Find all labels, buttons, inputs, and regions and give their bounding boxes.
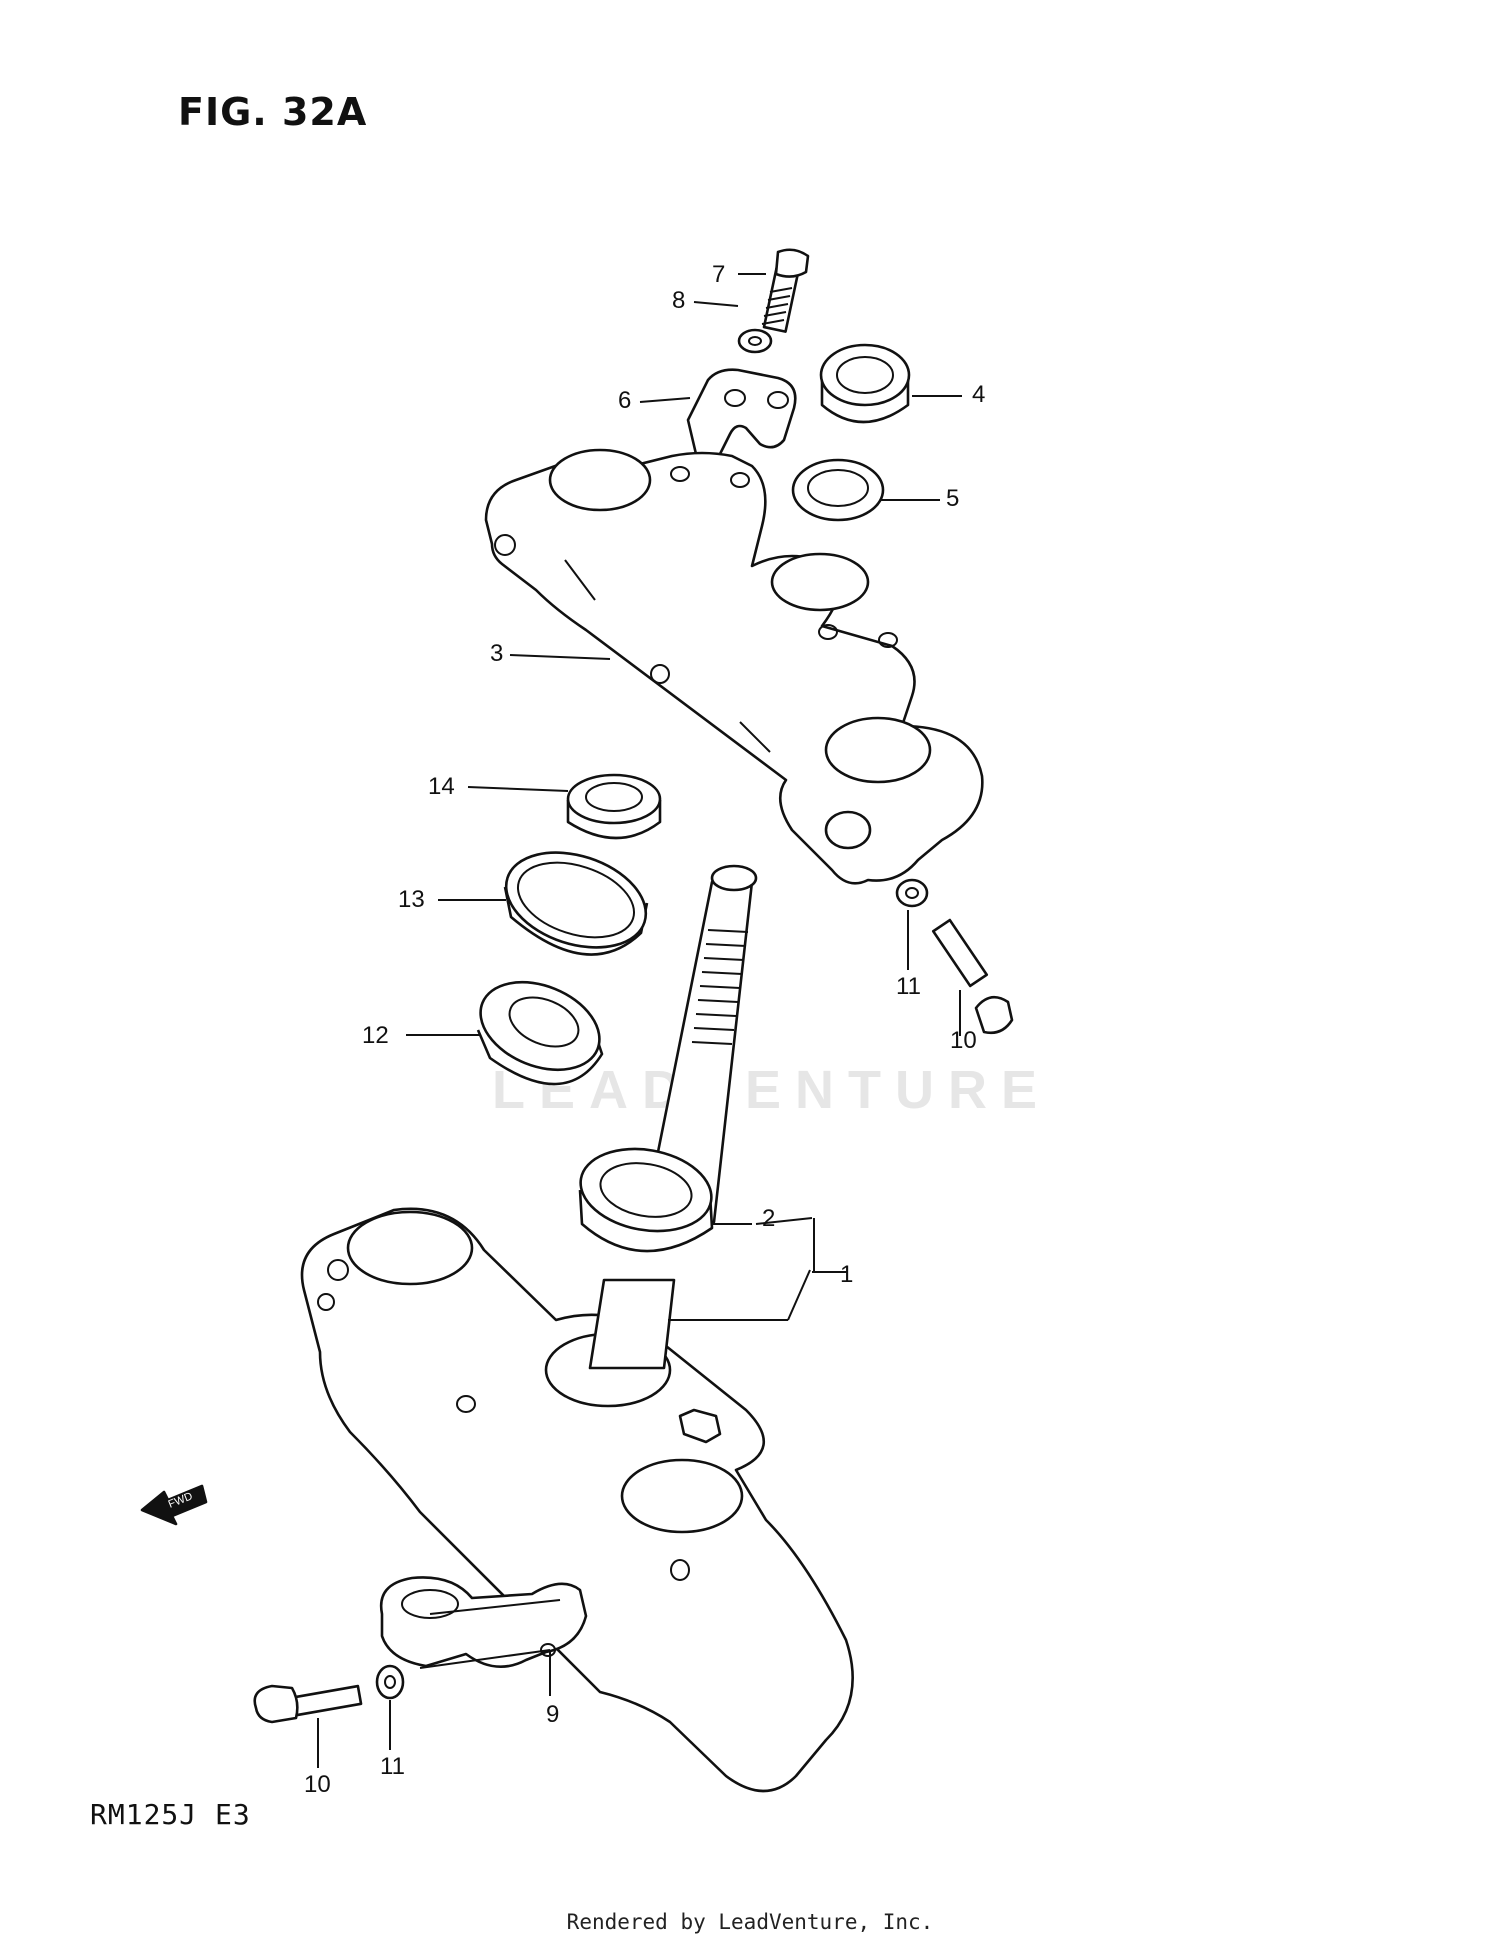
model-code: RM125J E3 (90, 1798, 251, 1831)
part-6-handlebar-clamp (686, 368, 797, 464)
part-1-steering-stem (642, 864, 758, 1224)
callout-13: 13 (398, 886, 425, 913)
callout-3: 3 (490, 640, 503, 667)
callout-9: 9 (546, 1701, 559, 1728)
part-10-bolt-upper (931, 918, 1014, 1035)
part-11-washer-upper (895, 878, 929, 908)
part-9-hose-guide (379, 1576, 588, 1669)
part-10-bolt-lower (253, 1684, 363, 1724)
part-1-lower-bracket (300, 1207, 854, 1793)
callout-12: 12 (362, 1022, 389, 1049)
part-8-washer (737, 328, 773, 354)
part-7-bolt (761, 248, 810, 333)
callout-11-lower: 11 (380, 1753, 405, 1780)
callout-10-lower: 10 (304, 1771, 331, 1798)
callout-2: 2 (762, 1205, 775, 1232)
figure-title: FIG. 32A (178, 90, 368, 134)
part-2-stem-bearing (578, 1147, 714, 1253)
callout-6: 6 (618, 387, 631, 414)
callout-11-upper: 11 (896, 973, 921, 1000)
callout-10-upper: 10 (950, 1027, 977, 1054)
leader-lines (317, 273, 962, 1768)
fwd-arrow: FWD (140, 1484, 208, 1526)
part-12-bearing (476, 980, 604, 1086)
callout-7: 7 (712, 261, 725, 288)
part-13-dust-seal (503, 851, 649, 956)
part-5-washer (791, 458, 885, 522)
callout-8: 8 (672, 287, 685, 314)
callout-14: 14 (428, 773, 455, 800)
part-11-washer-lower (375, 1664, 405, 1700)
callout-4: 4 (972, 381, 985, 408)
part-3-upper-bracket (484, 448, 984, 885)
render-credit: Rendered by LeadVenture, Inc. (566, 1910, 934, 1934)
part-4-stem-nut (819, 343, 911, 424)
callout-5: 5 (946, 485, 959, 512)
callout-1: 1 (840, 1261, 853, 1288)
part-14-race-nut (566, 773, 662, 840)
